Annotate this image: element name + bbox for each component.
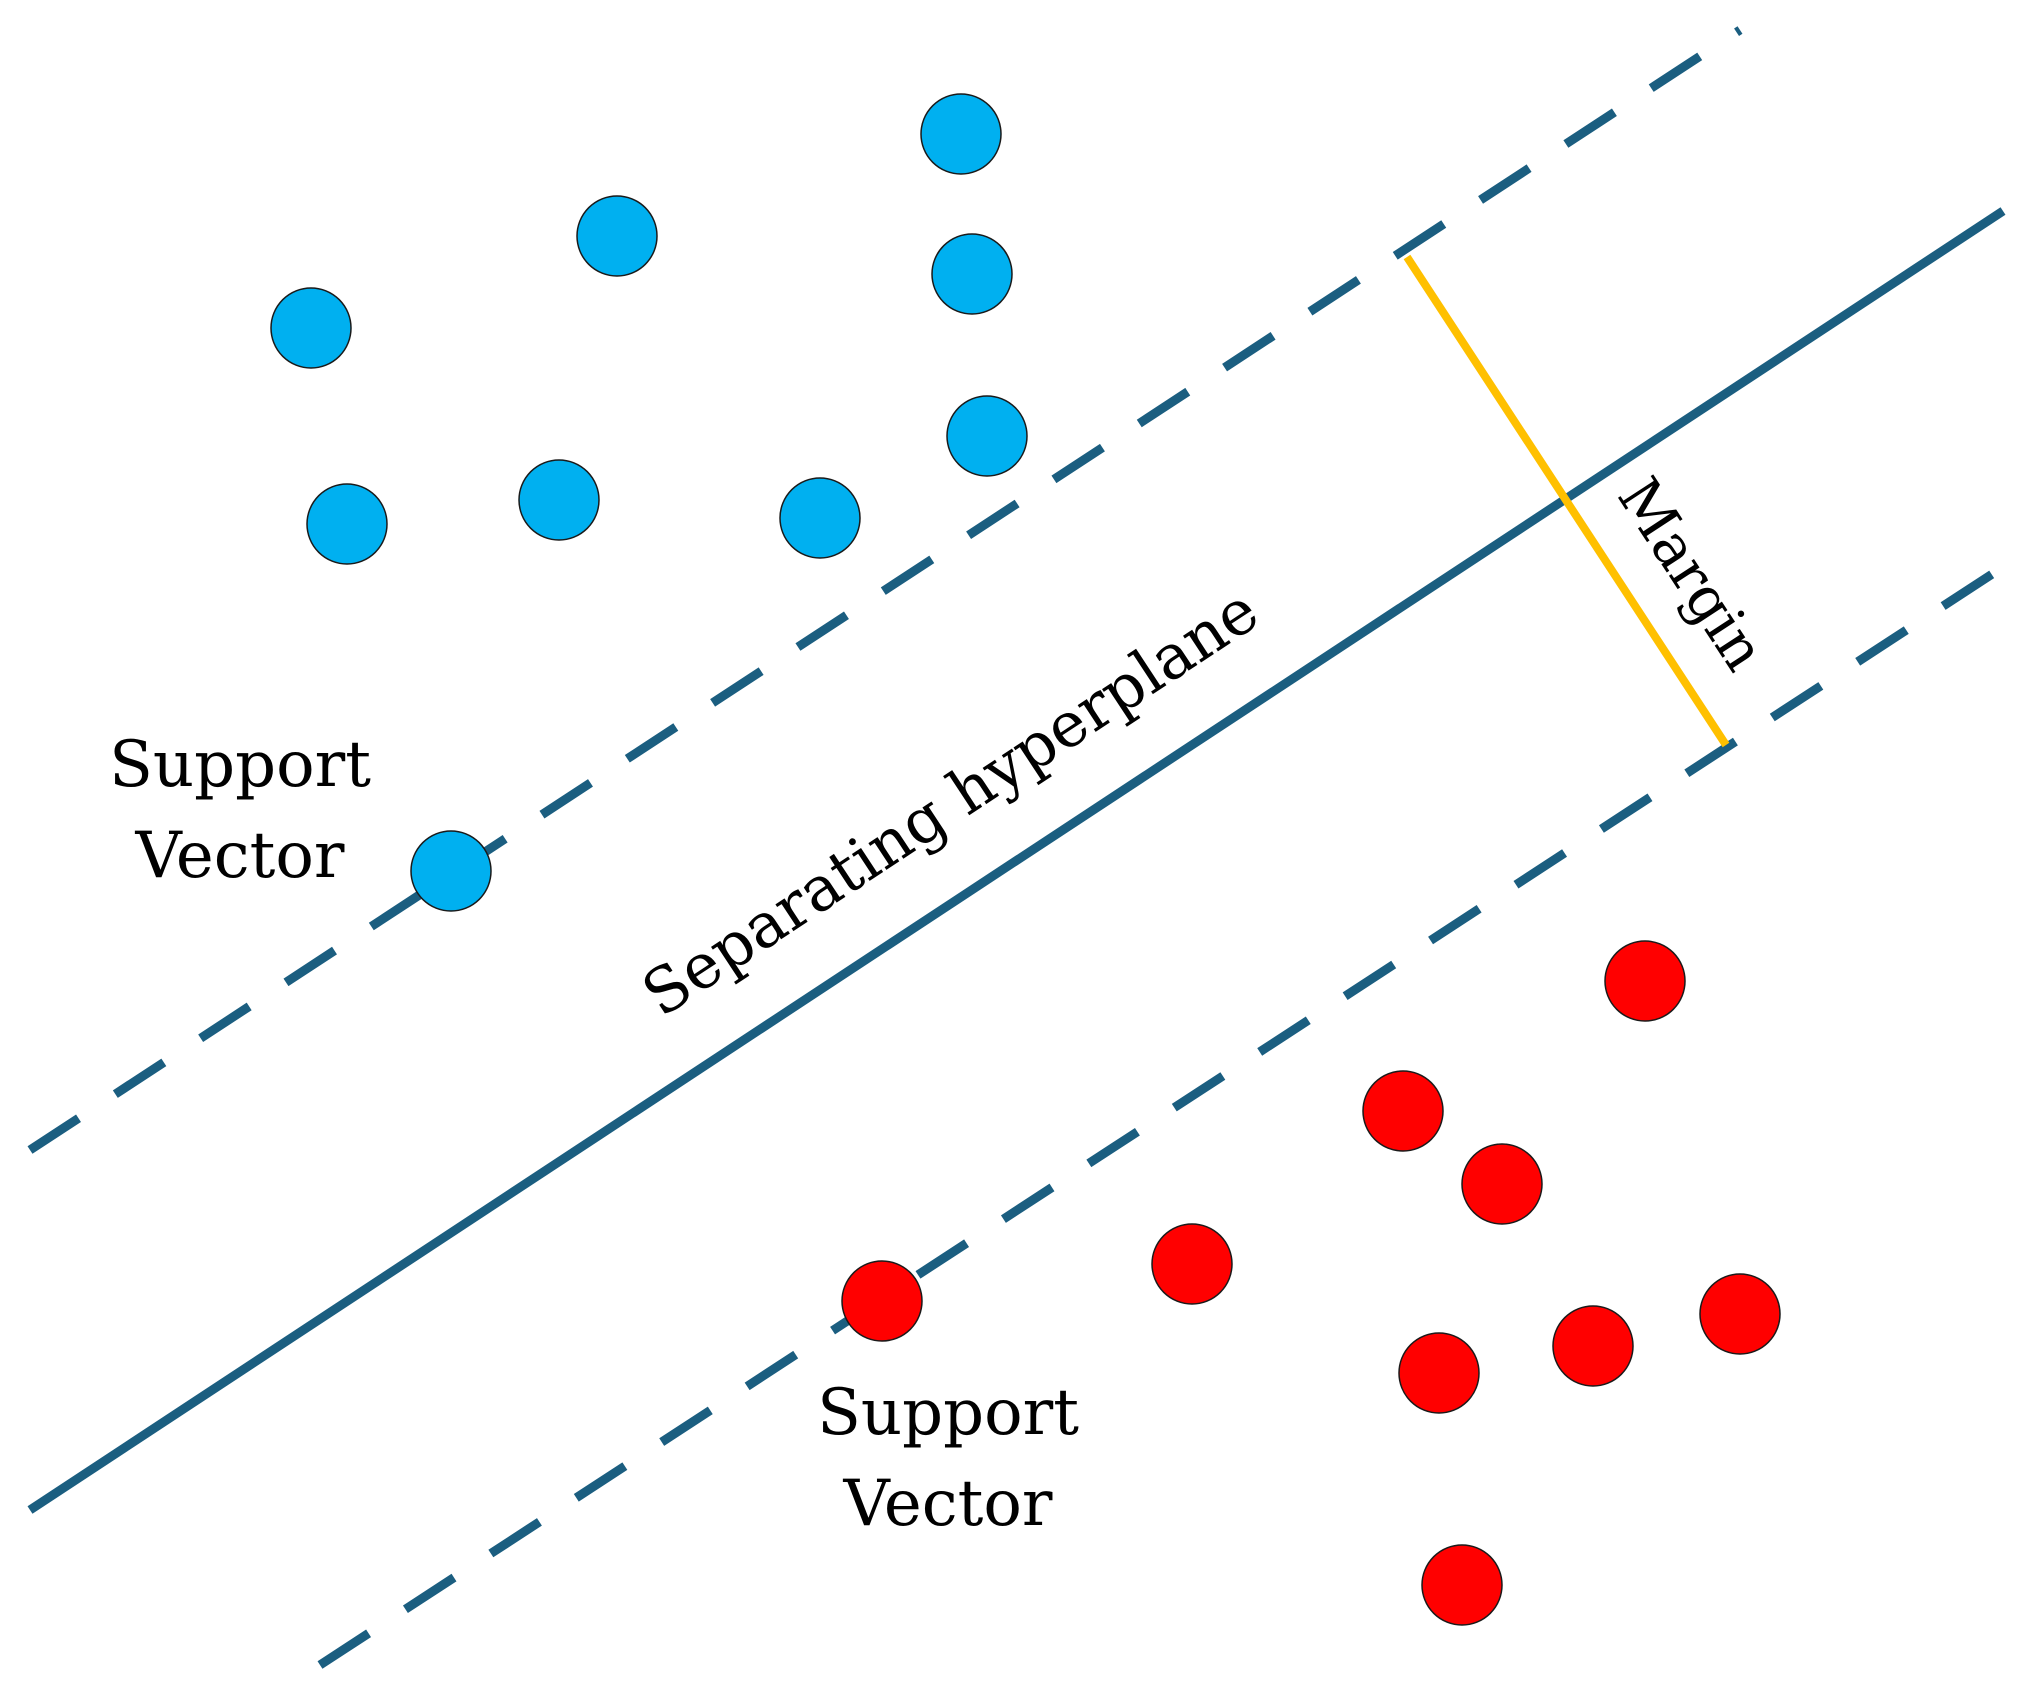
red-point: [1461, 1143, 1543, 1225]
upper-margin-boundary: [27, 26, 1743, 1154]
hyperplane-label: Separating hyperplane: [629, 573, 1271, 1031]
support-vector-label-top-line1: Support: [109, 728, 371, 802]
margin-label: Margin: [1604, 466, 1778, 683]
blue-support-vector-point: [410, 830, 492, 912]
red-point: [1151, 1223, 1233, 1305]
blue-point: [518, 459, 600, 541]
blue-point: [946, 395, 1028, 477]
separating-hyperplane-line: [27, 207, 2006, 1514]
blue-point: [576, 195, 658, 277]
red-class-points: [841, 940, 1781, 1626]
margin-line: [1403, 254, 1730, 748]
red-point: [1421, 1544, 1503, 1626]
blue-point: [779, 477, 861, 559]
blue-point: [920, 93, 1002, 175]
support-vector-label-bottom-line1: Support: [817, 1376, 1079, 1450]
support-vector-label-bottom-line2: Vector: [843, 1467, 1053, 1541]
blue-point: [931, 233, 1013, 315]
red-point: [1552, 1305, 1634, 1387]
red-point: [1362, 1070, 1444, 1152]
blue-point: [306, 483, 388, 565]
red-point: [1604, 940, 1686, 1022]
red-point: [1398, 1332, 1480, 1414]
lower-margin-boundary: [317, 563, 2006, 1669]
red-point: [1699, 1273, 1781, 1355]
blue-class-points: [270, 93, 1028, 912]
red-support-vector-point: [841, 1260, 923, 1342]
blue-point: [270, 287, 352, 369]
support-vector-label-top-line2: Vector: [135, 819, 345, 893]
